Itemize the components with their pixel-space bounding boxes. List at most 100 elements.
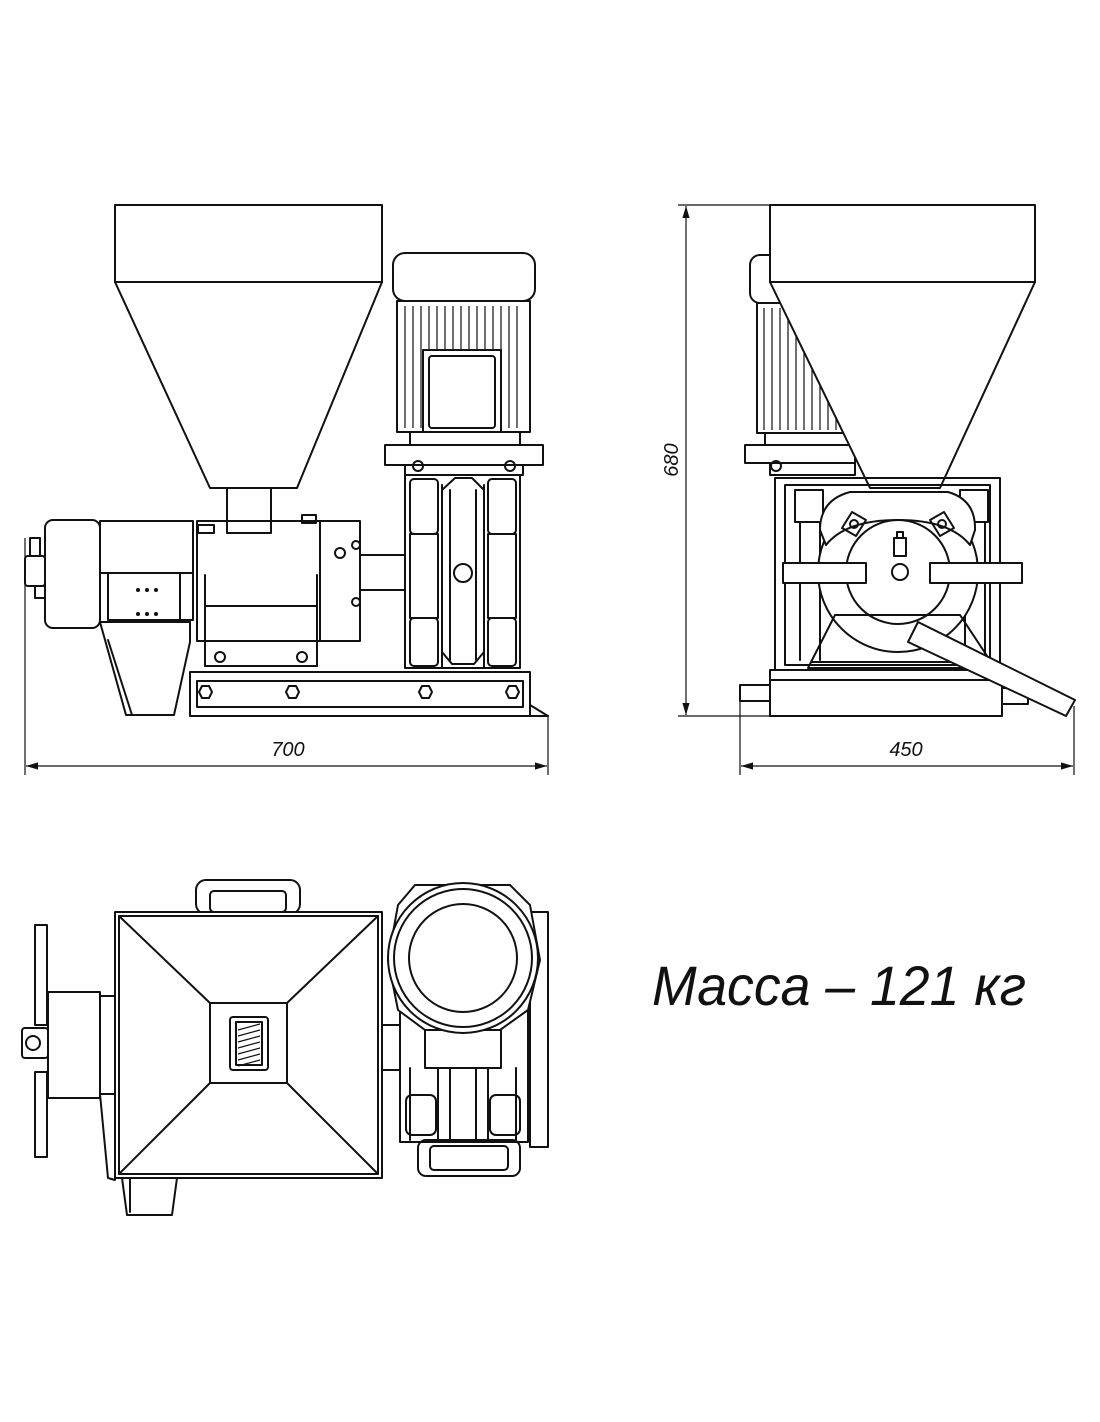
- front-barrel: [196, 520, 361, 642]
- top-motor-rim: [393, 888, 533, 1028]
- top-gearbox-plate: [529, 911, 549, 1148]
- front-vent-dot: [145, 612, 149, 616]
- top-motor-fan-cover: [408, 903, 518, 1013]
- top-hopper-diagonal: [286, 915, 379, 1004]
- dimension-width: 450: [739, 701, 1075, 775]
- front-base-foot: [529, 704, 549, 717]
- side-base-foot: [739, 684, 771, 702]
- top-die-ring: [99, 995, 116, 1095]
- front-barrel-bolt: [351, 597, 361, 607]
- front-view: [24, 204, 549, 717]
- front-lever-knob: [29, 537, 41, 557]
- front-output-shaft: [453, 563, 473, 583]
- front-base-bolt: [418, 685, 433, 699]
- dimension-height-label: 680: [661, 443, 683, 476]
- dimension-height: 680: [661, 204, 770, 717]
- top-view: [21, 879, 549, 1216]
- side-mount-tab-hole: [937, 519, 947, 529]
- top-hopper-diagonal: [286, 1082, 379, 1175]
- front-vent-dot: [136, 612, 140, 616]
- front-barrel-stand: [204, 605, 318, 667]
- side-flange-lower: [769, 462, 856, 476]
- side-mount-tab: [929, 511, 955, 537]
- top-discharge-chute: [121, 1177, 178, 1216]
- side-clamp-bar: [929, 562, 1023, 584]
- side-flange-bolt: [770, 460, 782, 472]
- front-discharge-chute: [99, 621, 191, 716]
- front-vent-dot: [154, 612, 158, 616]
- front-stand-bolt: [214, 651, 226, 663]
- front-barrel-bolt: [334, 547, 346, 559]
- front-gearbox-top-detail: [441, 477, 485, 491]
- front-flange-bolt: [504, 460, 516, 472]
- screw-flight: [237, 1041, 261, 1049]
- front-gearbox-rib: [409, 617, 439, 667]
- top-die-side: [99, 1093, 116, 1181]
- screw-flight: [237, 1059, 261, 1067]
- front-base-bolt: [198, 685, 213, 699]
- front-base: [189, 671, 531, 717]
- side-mount-tab-hole: [849, 519, 859, 529]
- top-coupling: [381, 1024, 401, 1071]
- side-motor-flange: [744, 444, 856, 464]
- top-handle-opening: [209, 890, 287, 913]
- front-die-housing-top: [99, 520, 194, 574]
- front-flange-bolt: [412, 460, 424, 472]
- side-mount-tab: [841, 511, 867, 537]
- front-vent-dot: [145, 588, 149, 592]
- top-screw: [235, 1021, 263, 1066]
- dimension-length: 700: [24, 538, 549, 775]
- top-gearbox-bottom-inner: [429, 1145, 509, 1171]
- side-frame-pad: [794, 489, 824, 523]
- front-gearbox: [404, 474, 521, 669]
- side-view: [739, 204, 1076, 717]
- top-gearbox-boss: [405, 1094, 437, 1136]
- front-hopper-top: [114, 204, 383, 283]
- front-barrel-bracket: [301, 514, 317, 524]
- front-motor-collar: [409, 431, 521, 446]
- top-hopper-diagonal: [118, 1082, 211, 1175]
- front-motor-flange: [384, 444, 544, 466]
- front-terminal-box-lid: [428, 355, 496, 429]
- front-gearbox-rib: [487, 478, 517, 535]
- front-hopper-funnel: [114, 281, 383, 489]
- front-barrel-bolt: [351, 540, 361, 550]
- front-gearbox-rib: [487, 617, 517, 667]
- screw-flight: [237, 1029, 261, 1037]
- front-hopper-neck: [226, 487, 272, 534]
- dimension-width-label: 450: [889, 739, 922, 761]
- front-motor-cap: [392, 252, 536, 302]
- top-gearbox-boss: [489, 1094, 521, 1136]
- top-screw-hatch: [237, 1023, 261, 1067]
- front-die-housing-bottom: [107, 572, 194, 621]
- top-hopper-diagonal: [118, 915, 211, 1004]
- front-gearbox-side: [487, 533, 517, 619]
- side-motor-collar: [764, 432, 851, 446]
- screw-flight: [237, 1047, 261, 1055]
- front-base-bolt: [285, 685, 300, 699]
- front-die-cylinder: [44, 519, 101, 629]
- side-hopper-top: [769, 204, 1036, 283]
- front-gearbox-bottom-detail: [441, 651, 485, 665]
- top-hopper-rim: [118, 915, 379, 1175]
- side-grease-fitting-cap: [896, 531, 904, 539]
- top-screw-window: [229, 1016, 269, 1071]
- side-clamp-bar: [782, 562, 867, 584]
- side-screw-shaft: [891, 563, 909, 581]
- front-coupling: [359, 554, 406, 591]
- top-flywheel: [34, 924, 48, 1026]
- screw-flight: [237, 1023, 261, 1031]
- top-handle: [195, 879, 301, 915]
- side-discharge-chute: [907, 621, 1076, 717]
- top-gearbox-bottom: [417, 1139, 521, 1177]
- screw-flight: [237, 1035, 261, 1043]
- mass-label: Масса – 121 кг: [652, 954, 1026, 1017]
- top-lever-nut: [25, 1035, 41, 1051]
- front-barrel-bracket: [197, 524, 215, 534]
- side-hopper-funnel: [769, 281, 1036, 489]
- screw-flight: [237, 1053, 261, 1061]
- top-motor-outer: [387, 882, 539, 1034]
- front-base-bolt: [505, 685, 520, 699]
- front-chute-edge: [107, 639, 133, 716]
